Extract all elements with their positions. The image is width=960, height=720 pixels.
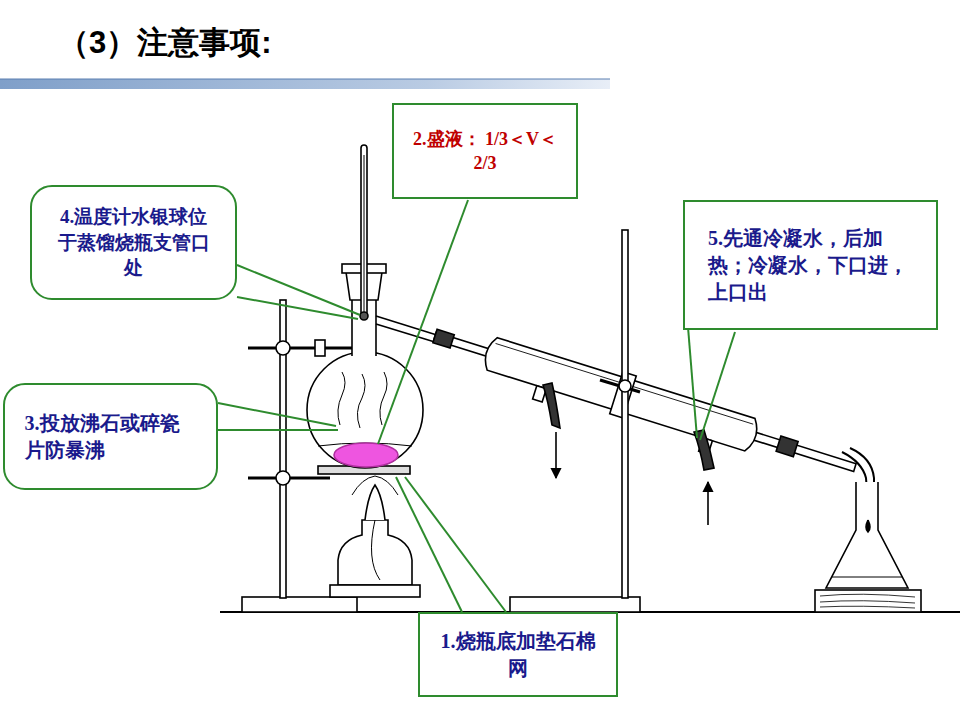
apparatus-part — [826, 482, 908, 588]
apparatus-part — [378, 200, 468, 444]
apparatus-part — [820, 594, 915, 608]
apparatus-part — [218, 429, 338, 431]
apparatus-part — [396, 477, 462, 612]
callout-text: 1.烧瓶底加垫石棉网 — [438, 628, 598, 682]
apparatus-part — [622, 230, 628, 598]
apparatus — [220, 145, 960, 612]
apparatus-part — [371, 520, 380, 580]
apparatus-part — [330, 585, 420, 597]
apparatus-part — [276, 471, 290, 485]
apparatus-part — [707, 482, 709, 525]
apparatus-part — [700, 332, 735, 440]
apparatus-part — [380, 372, 387, 425]
apparatus-part — [315, 340, 325, 356]
callout-text: 4.温度计水银球位于蒸馏烧瓶支管口处 — [54, 204, 214, 281]
apparatus-part — [433, 329, 454, 348]
callout-box: 2.盛液： 1/3＜V＜2/3 — [392, 103, 578, 199]
leader-lines — [218, 200, 735, 612]
apparatus-part — [364, 155, 365, 312]
apparatus-part — [360, 312, 368, 320]
apparatus-part — [375, 300, 377, 356]
apparatus-part — [242, 597, 357, 612]
apparatus-part — [365, 485, 385, 520]
apparatus-part — [334, 443, 398, 467]
apparatus-part — [426, 315, 862, 497]
apparatus-part — [351, 300, 353, 356]
apparatus-part — [237, 297, 358, 319]
callout-box: 5.先通冷凝水，后加热；冷凝水，下口进，上口出 — [683, 200, 938, 330]
apparatus-part — [218, 403, 336, 426]
apparatus-part — [352, 476, 398, 495]
callout-box: 1.烧瓶底加垫石棉网 — [418, 612, 618, 697]
apparatus-part — [338, 372, 345, 425]
apparatus-part — [376, 324, 438, 343]
callout-text: 2.盛液： 1/3＜V＜2/3 — [410, 127, 560, 176]
apparatus-part — [776, 436, 798, 457]
callout-text: 5.先通冷凝水，后加热；冷凝水，下口进，上口出 — [708, 225, 913, 306]
apparatus-part — [434, 332, 856, 471]
apparatus-part — [866, 520, 870, 532]
title-bar-edge — [0, 79, 610, 80]
apparatus-part — [248, 347, 355, 350]
apparatus-part — [405, 477, 506, 612]
apparatus-part — [510, 597, 640, 612]
apparatus-part — [555, 432, 557, 478]
apparatus-part — [361, 145, 367, 315]
page-title: （3）注意事项: — [58, 22, 272, 64]
apparatus-part — [276, 341, 290, 355]
callout-box: 3.投放沸石或碎瓷片防暴沸 — [3, 383, 218, 490]
apparatus-part — [481, 336, 760, 453]
apparatus-part — [357, 374, 365, 428]
apparatus-part — [832, 577, 902, 578]
apparatus-part — [543, 383, 560, 428]
callout-text: 3.投放沸石或碎瓷片防暴沸 — [25, 410, 197, 464]
apparatus-part — [619, 380, 631, 392]
apparatus-part — [815, 590, 921, 612]
apparatus-part — [600, 380, 640, 392]
title-bar — [0, 79, 610, 89]
callout-box: 4.温度计水银球位于蒸馏烧瓶支管口处 — [30, 185, 237, 300]
apparatus-part — [338, 520, 412, 585]
